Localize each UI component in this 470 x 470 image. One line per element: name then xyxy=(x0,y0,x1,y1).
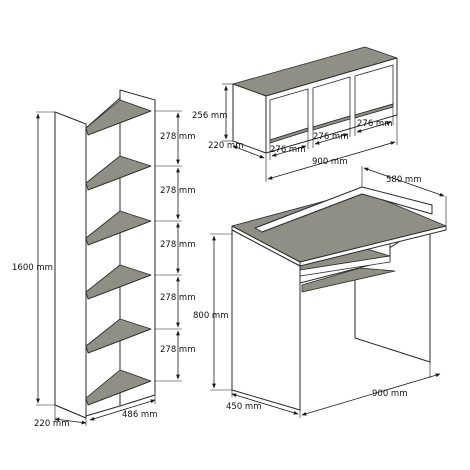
bookcase-height-dimension xyxy=(36,111,55,406)
bookcase-height-label: 1600 mm xyxy=(12,263,53,273)
wall-shelf-compartment-label: 276 mm xyxy=(270,145,306,155)
bookcase-depth-label: 220 mm xyxy=(34,419,70,429)
bookcase-shelves xyxy=(85,99,152,406)
bookcase-left-side xyxy=(54,111,87,419)
desk: 580 mm 800 mm 450 mm 900 mm xyxy=(193,166,447,418)
bookcase-spacing-label: 278 mm xyxy=(160,240,196,250)
wall-shelf-width-label: 900 mm xyxy=(312,157,348,167)
bookcase-back xyxy=(85,97,121,417)
wall-shelf: 256 mm 220 mm 276 mm 276 mm 276 mm 900 m… xyxy=(192,46,398,182)
wall-shelf-compartment-label: 276 mm xyxy=(313,132,349,142)
desk-side-depth-label: 450 mm xyxy=(226,402,262,412)
desk-width-dimension xyxy=(301,362,441,416)
bookcase-depth-dimension xyxy=(54,405,87,426)
desk-width-label: 900 mm xyxy=(372,389,408,399)
wall-shelf-height-label: 256 mm xyxy=(192,111,228,121)
bookcase-right-side xyxy=(119,89,156,407)
wall-shelf-compartments xyxy=(269,64,394,144)
wall-shelf-width-dimension xyxy=(265,115,398,182)
bookcase-spacing-dimensions xyxy=(155,110,182,382)
bookcase-spacing-label: 278 mm xyxy=(160,293,196,303)
wall-shelf-depth-label: 220 mm xyxy=(208,141,244,151)
desk-depth-label: 580 mm xyxy=(386,175,422,185)
wall-shelf-compartment-label: 276 mm xyxy=(357,119,393,129)
desk-depth-dimension xyxy=(361,166,447,226)
wall-shelf-depth-dimension xyxy=(232,145,265,159)
bookcase: 1600 mm 220 mm 486 mm 278 mm xyxy=(12,89,196,429)
bookcase-width-label: 486 mm xyxy=(122,410,158,420)
bookcase-spacing-label: 278 mm xyxy=(160,186,196,196)
wall-shelf-height-dimension xyxy=(222,83,233,142)
desk-height-label: 800 mm xyxy=(193,311,229,321)
bookcase-width-dimension xyxy=(89,395,156,421)
desk-lower-shelf xyxy=(301,267,396,293)
desk-side-depth-dimension xyxy=(231,390,301,418)
bookcase-spacing-label: 278 mm xyxy=(160,132,196,142)
bookcase-spacing-label: 278 mm xyxy=(160,345,196,355)
desk-height-dimension xyxy=(210,233,232,391)
